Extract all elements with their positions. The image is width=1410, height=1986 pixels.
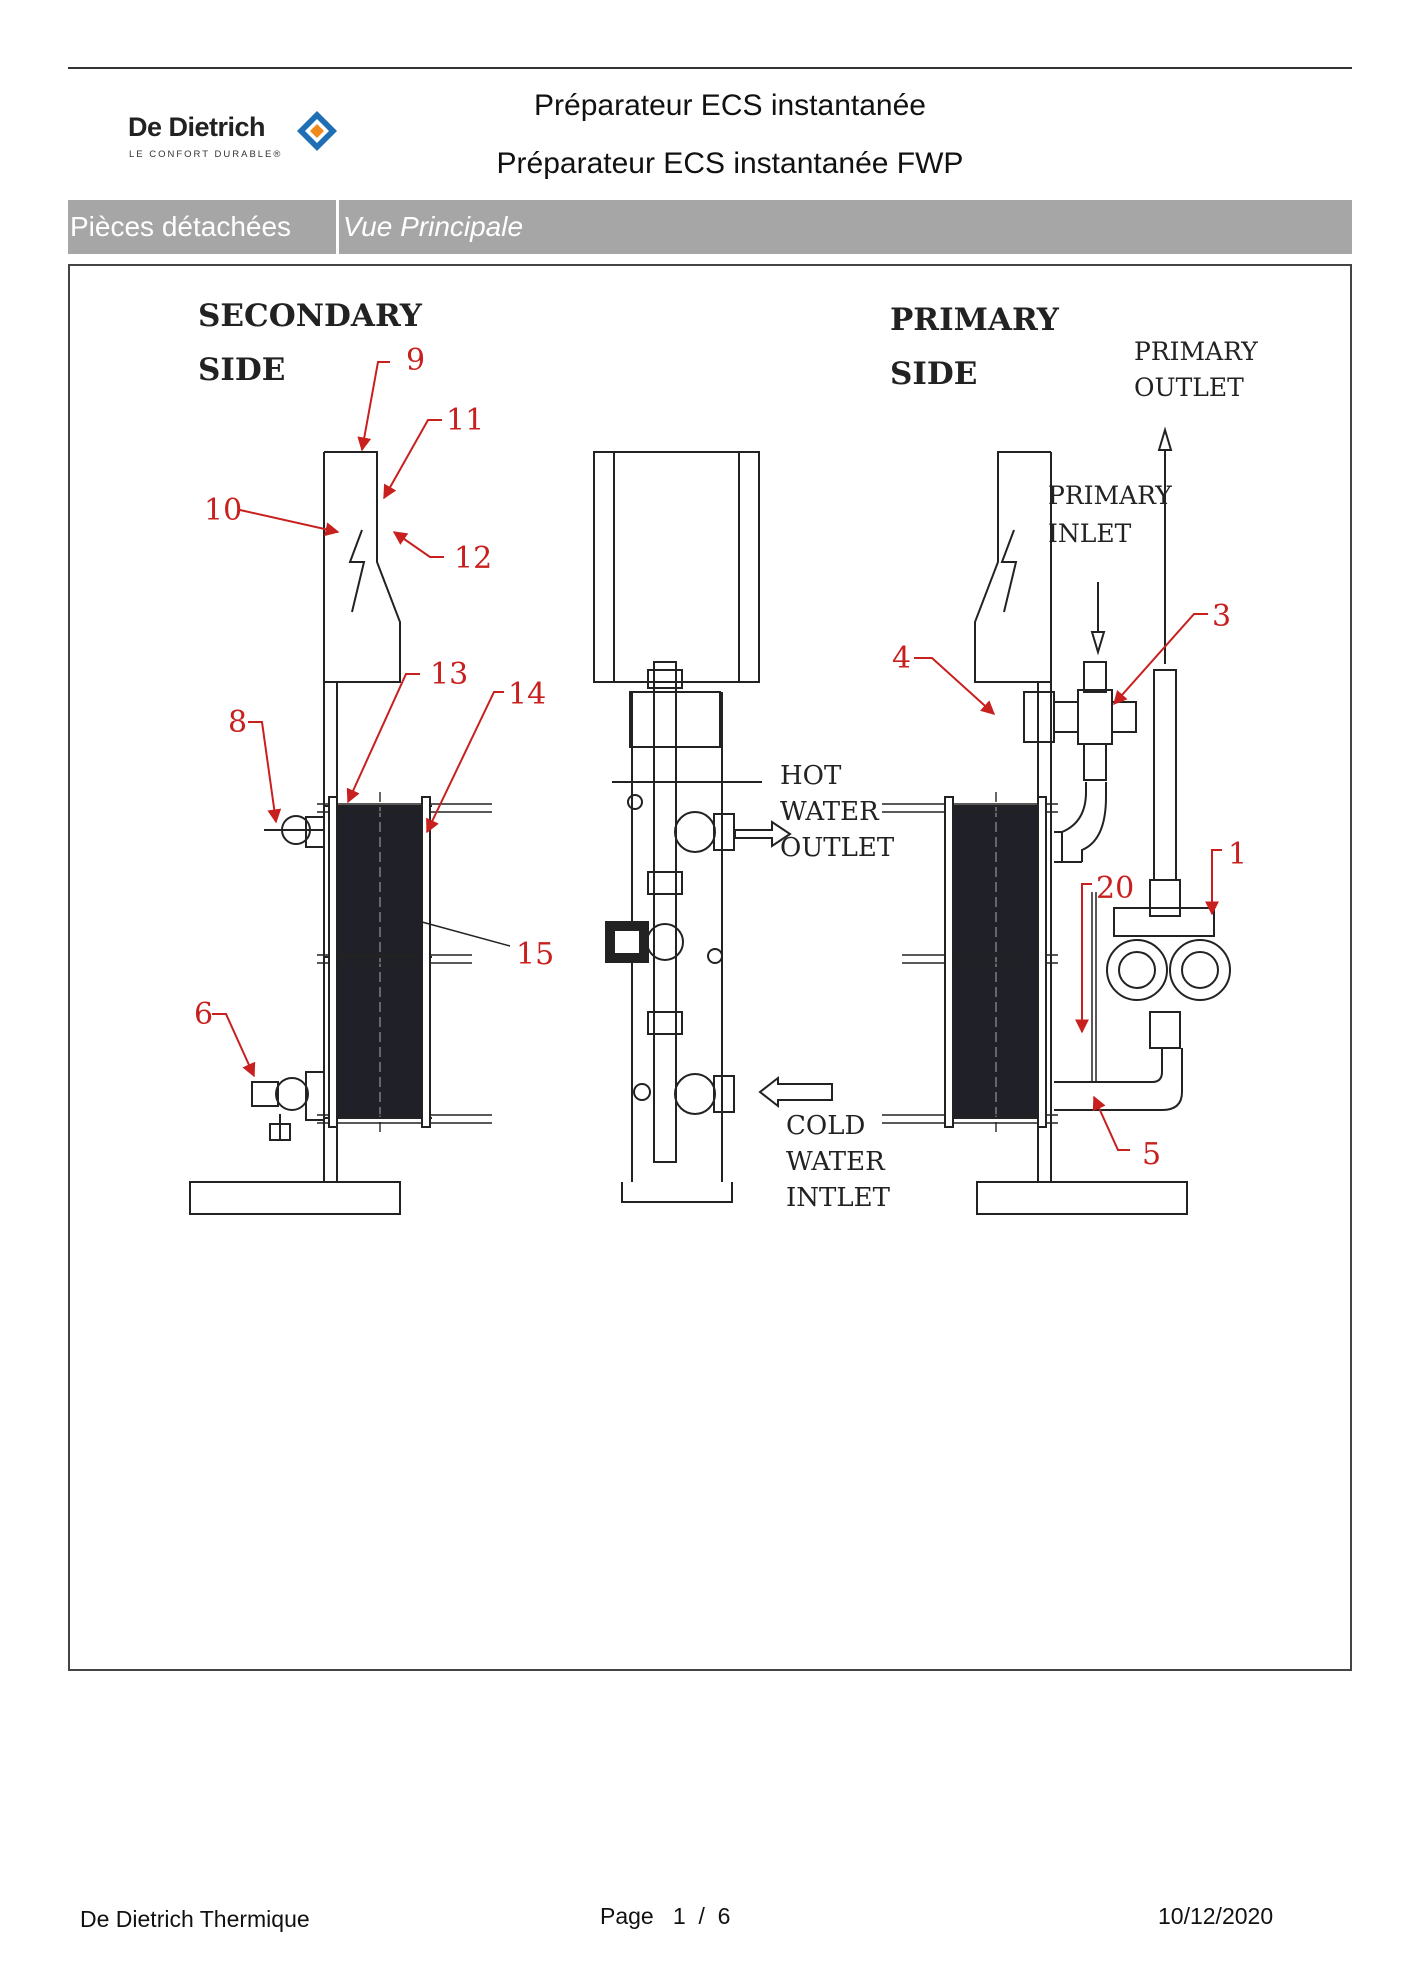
heat-exchanger-diagram: SECONDARY SIDE PRIMARY SIDE PRIMARY OUTL… — [189, 298, 1258, 1215]
leader-lines-dark — [421, 921, 511, 947]
part-number: 5 — [1142, 1137, 1161, 1172]
primary-side-label: PRIMARY — [890, 302, 1060, 338]
part-number: 10 — [204, 493, 242, 528]
primary-side-view — [882, 426, 1231, 1215]
part-number: 3 — [1212, 599, 1231, 634]
primary-inlet-label: INLET — [1048, 519, 1132, 548]
view-label: Vue Principale — [343, 211, 524, 242]
part-number: 14 — [508, 677, 546, 712]
cold-water-inlet-label: WATER — [786, 1147, 886, 1177]
brand-logo: De Dietrich LE CONFORT DURABLE® — [128, 111, 348, 164]
part-number: 6 — [194, 997, 213, 1032]
hot-water-outlet-label: HOT — [780, 761, 842, 791]
part-number: 15 — [516, 937, 554, 972]
primary-inlet-label: PRIMARY — [1048, 481, 1172, 510]
part-number-labels: 9 11 10 12 13 14 8 15 6 4 3 1 20 5 — [194, 343, 1247, 1172]
page-subtitle: Préparateur ECS instantanée FWP — [496, 147, 964, 180]
bar-divider — [336, 200, 339, 254]
page-title: Préparateur ECS instantanée — [534, 89, 926, 122]
section-label: Pièces détachées — [70, 211, 292, 242]
diagram-labels: SECONDARY SIDE PRIMARY SIDE PRIMARY OUTL… — [198, 298, 1258, 1213]
footer-company: De Dietrich Thermique — [80, 1906, 310, 1932]
part-number: 13 — [430, 657, 468, 692]
secondary-side-label: SIDE — [198, 352, 285, 388]
primary-outlet-label: OUTLET — [1134, 373, 1244, 402]
primary-side-label: SIDE — [890, 356, 977, 392]
side-view — [593, 451, 833, 1203]
part-number: 4 — [892, 641, 911, 676]
leader-arrows — [212, 361, 1222, 1151]
diamond-logo-icon — [297, 111, 337, 151]
footer-date: 10/12/2020 — [1158, 1903, 1274, 1929]
top-rule — [68, 67, 1352, 69]
part-number: 12 — [454, 541, 492, 576]
primary-outlet-label: PRIMARY — [1134, 337, 1258, 366]
cold-water-inlet-label: COLD — [786, 1111, 865, 1141]
part-number: 20 — [1096, 871, 1134, 906]
cold-water-inlet-label: INTLET — [786, 1183, 891, 1213]
footer-page: Page 1 / 6 — [600, 1903, 731, 1929]
section-bar: Pièces détachées Vue Principale — [68, 200, 1352, 254]
part-number: 1 — [1228, 837, 1247, 872]
secondary-side-label: SECONDARY — [198, 298, 423, 334]
secondary-side-view — [189, 451, 492, 1215]
hot-water-outlet-label: OUTLET — [780, 833, 895, 863]
part-number: 11 — [446, 403, 484, 438]
part-number: 9 — [406, 343, 425, 378]
brand-tagline: LE CONFORT DURABLE® — [129, 149, 283, 160]
part-number: 8 — [228, 705, 247, 740]
brand-name: De Dietrich — [128, 112, 266, 142]
hot-water-outlet-label: WATER — [780, 797, 880, 827]
diagram-frame: SECONDARY SIDE PRIMARY SIDE PRIMARY OUTL… — [68, 264, 1352, 1671]
